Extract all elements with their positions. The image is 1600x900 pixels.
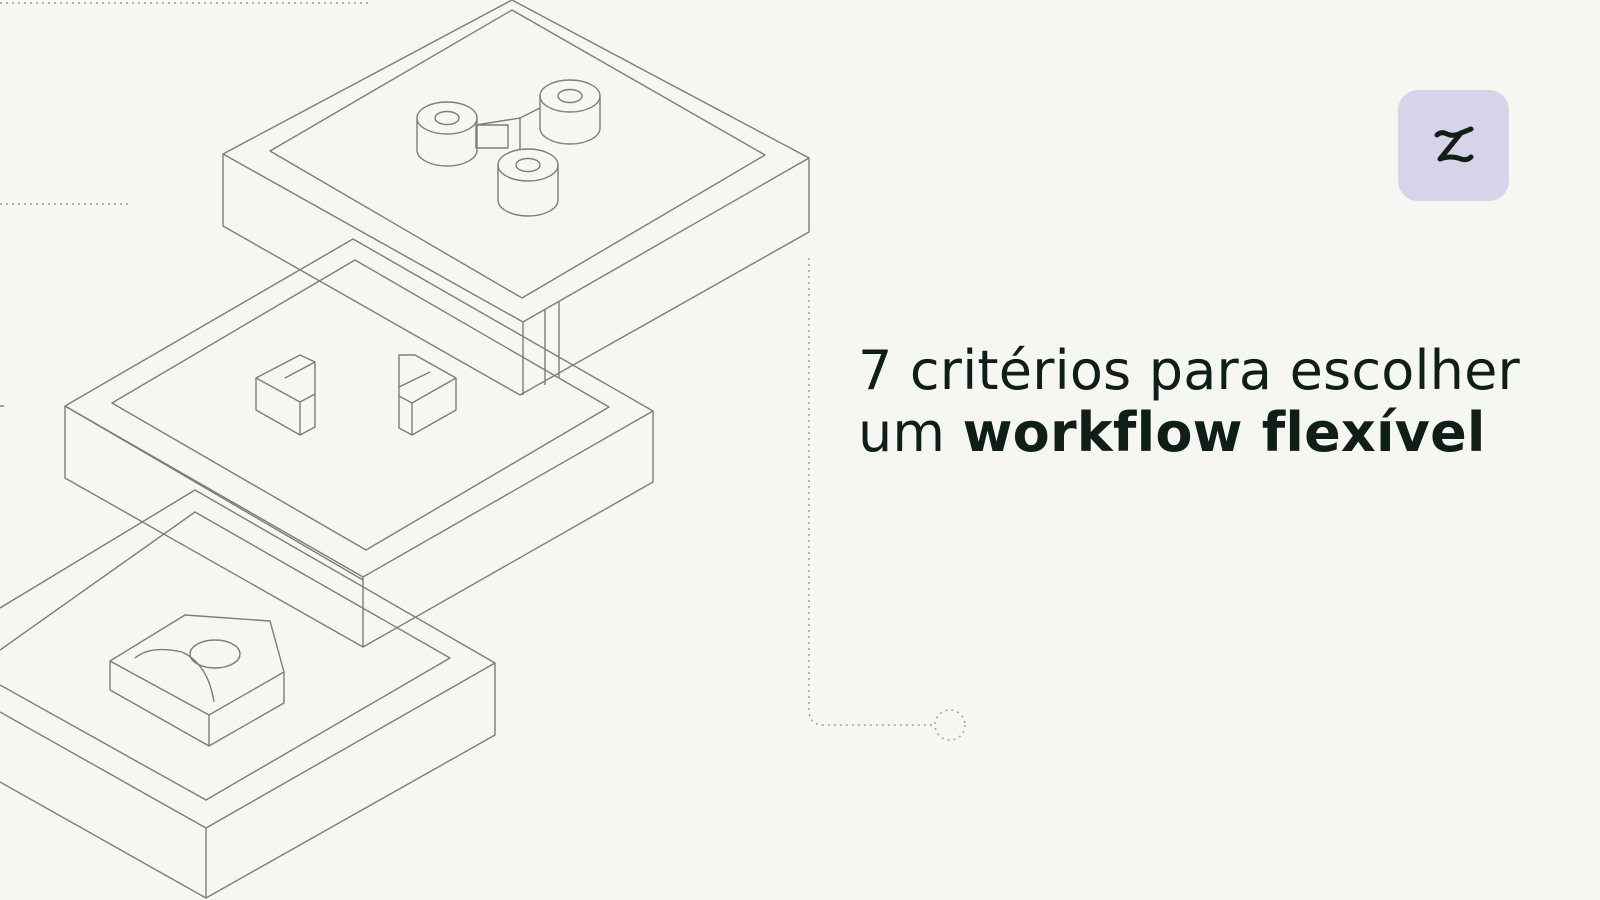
dotted-guide-lines <box>0 2 966 741</box>
zendesk-logo-badge <box>1398 90 1509 201</box>
workflow-connections-icon <box>416 79 601 217</box>
code-block <box>64 238 654 648</box>
workflow-block <box>222 0 810 396</box>
headline-line-1: 7 critérios para escolher <box>858 339 1520 402</box>
user-profile-icon <box>109 614 285 747</box>
user-block <box>0 489 496 899</box>
code-brackets-icon <box>255 354 457 436</box>
headline-line-2-regular: um <box>858 401 963 464</box>
zendesk-z-logo-icon <box>1434 126 1473 162</box>
headline: 7 critérios para escolher um workflow fl… <box>858 340 1520 464</box>
headline-line-2-bold: workflow flexível <box>962 401 1486 464</box>
